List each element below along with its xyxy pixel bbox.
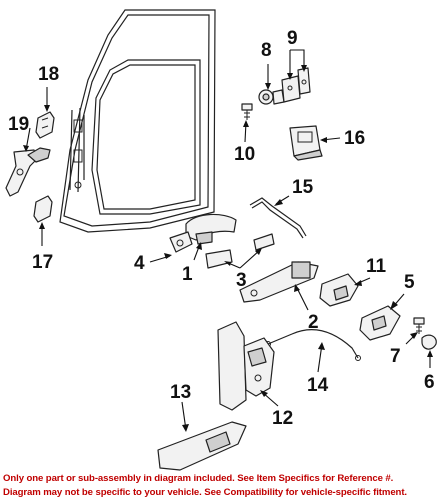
part-15-rod <box>249 197 307 239</box>
part-11-lock <box>319 273 359 307</box>
door-frame <box>59 9 216 233</box>
callout-9: 9 <box>287 28 298 49</box>
callout-16: 16 <box>344 128 365 149</box>
part-6-cap <box>421 334 437 350</box>
callout-12: 12 <box>272 408 293 429</box>
callout-10: 10 <box>234 144 255 165</box>
part-16-actuator <box>289 125 323 161</box>
disclaimer-line-2: Diagram may not be specific to your vehi… <box>3 487 407 498</box>
callout-13: 13 <box>170 382 191 403</box>
part-8-cylinder <box>258 89 285 105</box>
callout-18: 18 <box>38 64 59 85</box>
callout-6: 6 <box>424 372 435 393</box>
leader-lines <box>23 49 433 432</box>
part-7-bolt <box>413 317 425 334</box>
part-13-trim <box>157 421 247 471</box>
part-19-door-check <box>5 147 51 197</box>
part-9-striker <box>281 67 311 103</box>
callout-15: 15 <box>292 177 314 198</box>
part-4-bezel <box>169 231 193 253</box>
part-1-handle <box>185 213 237 245</box>
callout-3: 3 <box>236 270 247 291</box>
callout-8: 8 <box>261 40 272 61</box>
callout-17: 17 <box>32 252 53 273</box>
part-2-handle-frame <box>239 261 319 303</box>
callout-labels: 18 19 17 8 9 10 16 15 4 1 3 2 11 5 7 6 1… <box>8 28 435 429</box>
callout-4: 4 <box>134 253 145 274</box>
part-14-cable <box>265 329 361 361</box>
callout-5: 5 <box>404 272 415 293</box>
callout-2: 2 <box>308 312 319 333</box>
disclaimer-line-1: Only one part or sub-assembly in diagram… <box>3 473 394 484</box>
part-3-covers <box>205 233 275 269</box>
part-10-screw <box>241 103 253 120</box>
callout-1: 1 <box>182 264 193 285</box>
callout-14: 14 <box>307 375 329 396</box>
callout-11: 11 <box>366 256 387 277</box>
part-5-latch <box>359 305 401 341</box>
exploded-parts-diagram: 18 19 17 8 9 10 16 15 4 1 3 2 11 5 7 6 1… <box>5 9 437 471</box>
disclaimer-footer: Only one part or sub-assembly in diagram… <box>0 471 440 500</box>
part-12-lock-module <box>217 321 275 411</box>
callout-7: 7 <box>390 346 401 367</box>
part-18-hinge-bracket <box>35 111 55 139</box>
part-17-hinge-bracket <box>33 195 53 223</box>
callout-19: 19 <box>8 114 29 135</box>
